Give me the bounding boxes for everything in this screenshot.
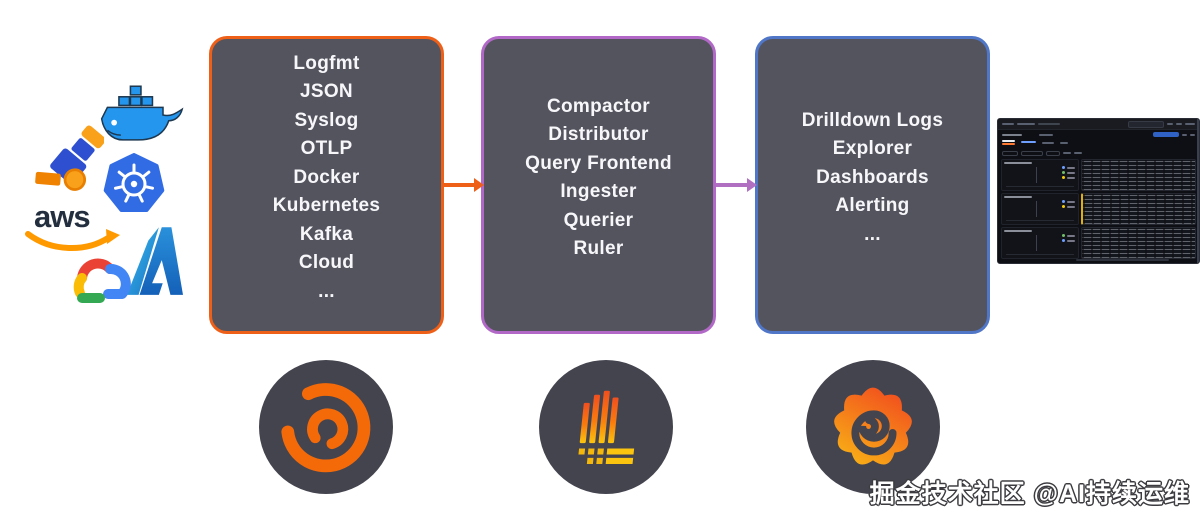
- box-item: Alerting: [835, 195, 910, 217]
- grafana-logo-icon: [834, 387, 912, 465]
- box-item: Ingester: [560, 181, 637, 202]
- box-item: Query Frontend: [525, 152, 672, 174]
- aws-logo-icon: aws: [25, 199, 120, 251]
- grafana-loki-badge: [539, 360, 673, 494]
- arrow-inputs-to-loki: [444, 178, 484, 192]
- box-item: Compactor: [547, 95, 650, 117]
- dashboard-toolbar: [998, 130, 1199, 139]
- run-query-button: [1153, 132, 1179, 137]
- box-item: Cloud: [298, 252, 355, 274]
- arrowhead-icon: [474, 178, 484, 192]
- box-item: ...: [318, 280, 335, 302]
- box-item: Ruler: [573, 238, 624, 259]
- scrollbar: [1076, 259, 1169, 261]
- box-item: Querier: [563, 209, 634, 231]
- box-item: OTLP: [300, 138, 353, 160]
- log-lines-panel: [1081, 159, 1196, 191]
- box-item: JSON: [300, 81, 353, 103]
- dashboard-navbar: [998, 119, 1199, 130]
- box-item: Kafka: [299, 223, 354, 245]
- arrow-loki-to-grafana: [716, 178, 757, 192]
- tab-metrics: [1021, 141, 1036, 143]
- grafana-badge: [806, 360, 940, 494]
- box-item: ...: [864, 223, 881, 245]
- box-grafana-features: Drilldown Logs Explorer Dashboards Alert…: [755, 36, 990, 334]
- box-item: Logfmt: [293, 52, 360, 74]
- screenshot-edge: [1197, 119, 1199, 263]
- box-item: Kubernetes: [272, 195, 381, 217]
- chart-panel: [1001, 193, 1079, 225]
- watermark-text: 掘金技术社区 @AI持续运维: [869, 480, 1190, 508]
- log-lines-panel: [1081, 193, 1196, 225]
- box-item: Dashboards: [816, 166, 929, 188]
- arrowhead-icon: [747, 178, 757, 192]
- tab-logs: [1002, 140, 1015, 145]
- grafana-dashboard-screenshot: [997, 118, 1200, 264]
- google-cloud-logo-icon: [73, 258, 131, 303]
- chart-panel: [1001, 159, 1079, 191]
- box-item: Syslog: [294, 109, 359, 131]
- chart-panel: [1001, 227, 1079, 259]
- box-loki-components: Compactor Distributor Query Frontend Ing…: [481, 36, 716, 334]
- box-item: Explorer: [832, 138, 913, 160]
- docker-whale-icon: [100, 85, 184, 141]
- box-item: Drilldown Logs: [801, 109, 944, 131]
- svg-text:aws: aws: [34, 199, 90, 234]
- search-box: [1128, 120, 1164, 128]
- box-item: Distributor: [548, 124, 649, 145]
- grafana-loki-logo-icon: [578, 390, 635, 464]
- dashboard-filters: [998, 149, 1199, 157]
- dashboard-tabs: [998, 139, 1199, 149]
- azure-logo-icon: [127, 227, 183, 295]
- opentelemetry-telescope-icon: [35, 125, 104, 191]
- kubernetes-helm-icon: [103, 153, 165, 212]
- log-lines-panel: [1081, 227, 1196, 259]
- box-item: Docker: [293, 166, 360, 188]
- box-log-inputs: Logfmt JSON Syslog OTLP Docker Kubernete…: [209, 36, 444, 334]
- grafana-alloy-logo-icon: [281, 383, 371, 473]
- dashboard-panels: [998, 157, 1199, 261]
- grafana-alloy-badge: [259, 360, 393, 494]
